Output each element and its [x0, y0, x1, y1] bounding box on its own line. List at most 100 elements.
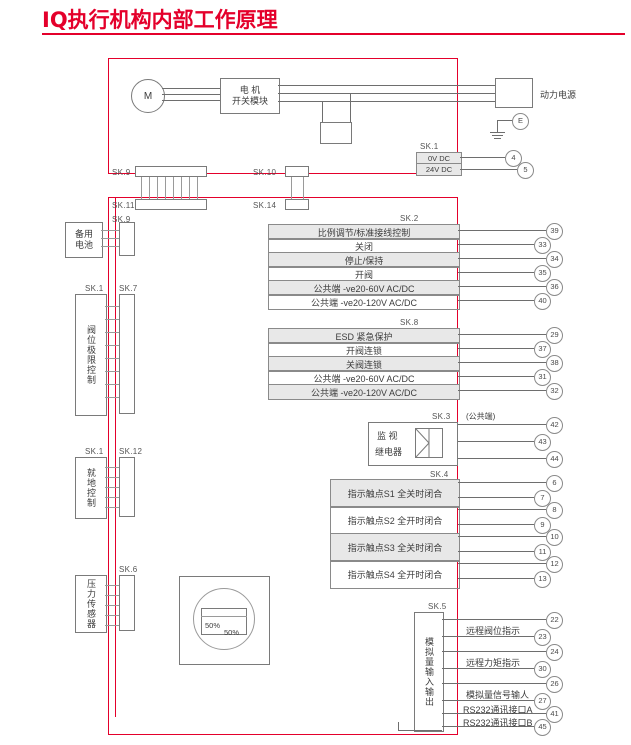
- backup-battery-block: 备用 电池: [65, 222, 103, 258]
- enclosure-upper-right-edge: [457, 58, 458, 174]
- terminal-42[interactable]: 42: [546, 417, 563, 434]
- terminal-8[interactable]: 8: [546, 502, 563, 519]
- monitor-relay-line2: 继电器: [375, 447, 403, 457]
- earth-bar-2: [492, 135, 503, 136]
- sk8-wire-4: [458, 390, 546, 391]
- terminal-43[interactable]: 43: [534, 434, 551, 451]
- sk4-wire-11: [458, 551, 534, 552]
- sk2-row-5: 公共端 -ve20-120V AC/DC: [268, 294, 460, 310]
- valve-limit-control-label: 阀位极限控制: [86, 325, 96, 385]
- sk2-wire-0: [458, 230, 546, 231]
- enclosure-upper-left-edge: [108, 58, 109, 174]
- backup-battery-line2: 电池: [74, 240, 93, 250]
- terminal-44[interactable]: 44: [546, 451, 563, 468]
- sk8-wire-2: [458, 362, 546, 363]
- analog-io-bottom-riser: [398, 722, 399, 731]
- local-wire-2: [105, 477, 119, 478]
- terminal-37[interactable]: 37: [534, 341, 551, 358]
- terminal-36[interactable]: 36: [546, 279, 563, 296]
- terminal-30[interactable]: 30: [534, 661, 551, 678]
- sk7-connector-label: SK.7: [119, 284, 138, 293]
- terminal-29[interactable]: 29: [546, 327, 563, 344]
- display-value-top: 50%: [205, 621, 221, 630]
- sk9-top-connector: [135, 166, 207, 177]
- terminal-38[interactable]: 38: [546, 355, 563, 372]
- backup-battery-line1: 备用: [74, 229, 93, 239]
- sk9-left-connector-label: SK.9: [112, 215, 131, 224]
- pressure-wire-4: [105, 615, 119, 616]
- earth-terminal[interactable]: E: [512, 113, 529, 130]
- monitor-relay-line1: 监 视: [377, 431, 398, 441]
- motor-symbol: M: [131, 79, 165, 113]
- sk9-sk11-pin-6: [181, 177, 182, 199]
- analog-io-label: 模拟量输入输出: [424, 637, 434, 707]
- terminal-31[interactable]: 31: [534, 369, 551, 386]
- sk10-sk14-pin-2: [303, 177, 304, 199]
- sk9-sk11-pin-8: [197, 177, 198, 199]
- sk9-sk11-pin-1: [141, 177, 142, 199]
- terminal-9[interactable]: 9: [534, 517, 551, 534]
- power-supply-label: 动力电源: [540, 90, 577, 100]
- sk4-row-1: 指示触点S2 全开时闭合: [330, 506, 460, 535]
- terminal-23[interactable]: 23: [534, 629, 551, 646]
- sk5-wire-30: [442, 668, 534, 669]
- sk11-connector-label: SK.11: [112, 201, 135, 210]
- local-wire-1: [105, 467, 119, 468]
- terminal-39[interactable]: 39: [546, 223, 563, 240]
- earth-bar-3: [494, 138, 501, 139]
- sk3-connector-label: SK.3: [432, 412, 451, 421]
- sk6-connector-label: SK.6: [119, 565, 138, 574]
- terminal-13[interactable]: 13: [534, 571, 551, 588]
- valve-limit-control-block: 阀位极限控制: [75, 294, 107, 416]
- relay-switch-icon: [415, 428, 430, 458]
- motor-lead-1: [162, 88, 220, 89]
- terminal-7[interactable]: 7: [534, 490, 551, 507]
- analog-io-bottom-stub: [398, 730, 442, 731]
- sk4-wire-8: [458, 509, 546, 510]
- sk8-row-0: ESD 紧急保护: [268, 328, 460, 344]
- valve-wire-5: [105, 358, 119, 359]
- terminal-40[interactable]: 40: [534, 293, 551, 310]
- terminal-33[interactable]: 33: [534, 237, 551, 254]
- valve-wire-3: [105, 332, 119, 333]
- terminal-24[interactable]: 24: [546, 644, 563, 661]
- terminal-22[interactable]: 22: [546, 612, 563, 629]
- enclosure-upper-bottom-edge: [108, 173, 458, 174]
- sk2-connector-label: SK.2: [400, 214, 419, 223]
- terminal-41[interactable]: 41: [546, 706, 563, 723]
- pressure-wire-5: [105, 625, 119, 626]
- battery-wire-2: [101, 238, 119, 239]
- pressure-wire-1: [105, 585, 119, 586]
- terminal-11[interactable]: 11: [534, 544, 551, 561]
- enclosure-lower-bottom-edge: [108, 734, 458, 735]
- pressure-sensor-block: 压力传感器: [75, 575, 107, 633]
- sk4-wire-6: [458, 482, 546, 483]
- terminal-35[interactable]: 35: [534, 265, 551, 282]
- sk3-wire-42: [458, 424, 546, 425]
- sk5-wire-41: [442, 713, 546, 714]
- terminal-27[interactable]: 27: [534, 693, 551, 710]
- terminal-10[interactable]: 10: [546, 529, 563, 546]
- sk4-row-3: 指示触点S4 全开时闭合: [330, 560, 460, 589]
- local-wire-5: [105, 507, 119, 508]
- sk9-top-connector-label: SK.9: [112, 168, 131, 177]
- sk7-connector: [119, 294, 135, 414]
- sk3-common-note: (公共端): [466, 412, 496, 421]
- motor-lead-2: [162, 94, 220, 95]
- terminal-4[interactable]: 4: [505, 150, 522, 167]
- terminal-32[interactable]: 32: [546, 383, 563, 400]
- sk9-sk11-pin-2: [149, 177, 150, 199]
- terminal-6[interactable]: 6: [546, 475, 563, 492]
- terminal-34[interactable]: 34: [546, 251, 563, 268]
- terminal-5[interactable]: 5: [517, 162, 534, 179]
- sk4-wire-9: [458, 524, 534, 525]
- sk8-row-4: 公共端 -ve20-120V AC/DC: [268, 384, 460, 400]
- page-header: IQ执行机构内部工作原理: [0, 0, 631, 40]
- terminal-12[interactable]: 12: [546, 556, 563, 573]
- sk2-row-2: 停止/保持: [268, 252, 460, 268]
- terminal-26[interactable]: 26: [546, 676, 563, 693]
- sk5-label-rs232-b: RS232通讯接口B: [463, 718, 533, 728]
- pressure-sensor-label: 压力传感器: [86, 579, 96, 629]
- terminal-45[interactable]: 45: [534, 719, 551, 736]
- enclosure-lower-left-edge: [108, 197, 109, 735]
